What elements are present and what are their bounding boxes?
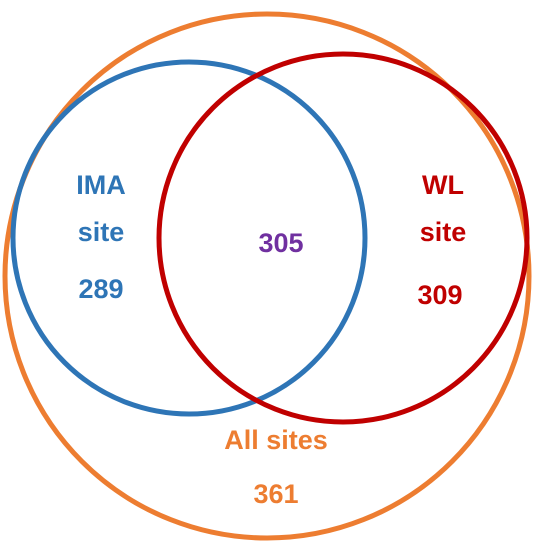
ima-count: 289 xyxy=(78,274,123,304)
all-sites-count: 361 xyxy=(253,479,298,509)
ima-site-circle xyxy=(10,59,368,417)
wl-count: 309 xyxy=(417,280,462,310)
wl-label-line2: site xyxy=(420,217,467,247)
intersection-count: 305 xyxy=(258,228,303,258)
all-sites-label: All sites xyxy=(224,425,328,455)
ima-label-line2: site xyxy=(78,217,125,247)
wl-label-line1: WL xyxy=(422,170,464,200)
wl-site-circle xyxy=(156,51,530,425)
ima-label-line1: IMA xyxy=(76,170,126,200)
all-sites-circle xyxy=(2,11,532,541)
